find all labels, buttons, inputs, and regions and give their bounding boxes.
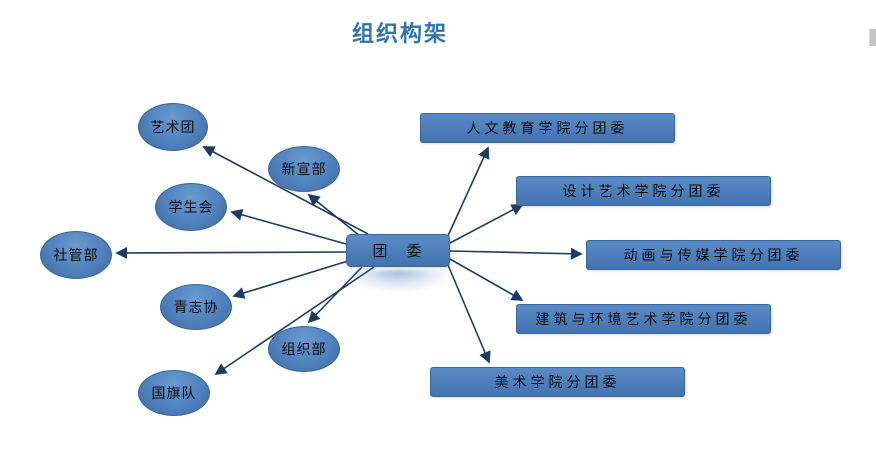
node-label: 动画与传媒学院分团委 — [623, 247, 804, 263]
node-youth-league-committee: 团 委 — [346, 234, 450, 267]
node-society-management-dept: 社管部 — [40, 231, 112, 279]
node-label: 青志协 — [173, 299, 219, 315]
node-label: 艺术团 — [150, 119, 196, 135]
arrow-to-fine-arts-branch — [447, 264, 491, 364]
node-art-troupe: 艺术团 — [138, 103, 208, 151]
branch-design-art: 设计艺术学院分团委 — [516, 176, 771, 206]
node-youth-volunteers: 青志协 — [160, 284, 232, 330]
node-label: 人文教育学院分团委 — [466, 120, 629, 136]
arrow-to-new-publicity-dept — [307, 193, 361, 237]
right-edge-scrollbar[interactable] — [869, 29, 876, 46]
node-label: 设计艺术学院分团委 — [562, 183, 725, 199]
arrow-to-student-union — [230, 208, 347, 245]
node-new-publicity-dept: 新宣部 — [268, 146, 340, 192]
node-label: 美术学院分团委 — [494, 374, 621, 390]
arrow-to-humanities-branch — [446, 146, 490, 239]
branch-architecture-environment-art: 建筑与环境艺术学院分团委 — [516, 304, 771, 334]
node-label: 新宣部 — [281, 161, 327, 177]
node-label: 社管部 — [53, 247, 99, 263]
node-label: 组织部 — [281, 341, 327, 357]
node-label: 国旗队 — [151, 385, 197, 401]
node-flag-team: 国旗队 — [138, 370, 210, 416]
node-organization-dept: 组织部 — [268, 326, 340, 372]
node-label: 建筑与环境艺术学院分团委 — [535, 311, 752, 327]
center-node-reflection — [346, 270, 450, 292]
arrow-to-society-management-dept — [115, 246, 347, 259]
node-student-union: 学生会 — [155, 183, 227, 231]
node-label: 团 委 — [372, 243, 424, 260]
branch-animation-media: 动画与传媒学院分团委 — [586, 240, 841, 270]
arrow-to-youth-volunteers — [232, 260, 349, 299]
arrow-to-architecture-branch — [449, 258, 524, 301]
node-label: 学生会 — [168, 199, 214, 215]
branch-humanities-education: 人文教育学院分团委 — [420, 113, 675, 143]
arrow-to-animation-media-branch — [449, 247, 583, 260]
arrow-to-design-art-branch — [449, 204, 524, 244]
branch-fine-arts: 美术学院分团委 — [430, 367, 685, 397]
page-title: 组织构架 — [351, 21, 448, 46]
